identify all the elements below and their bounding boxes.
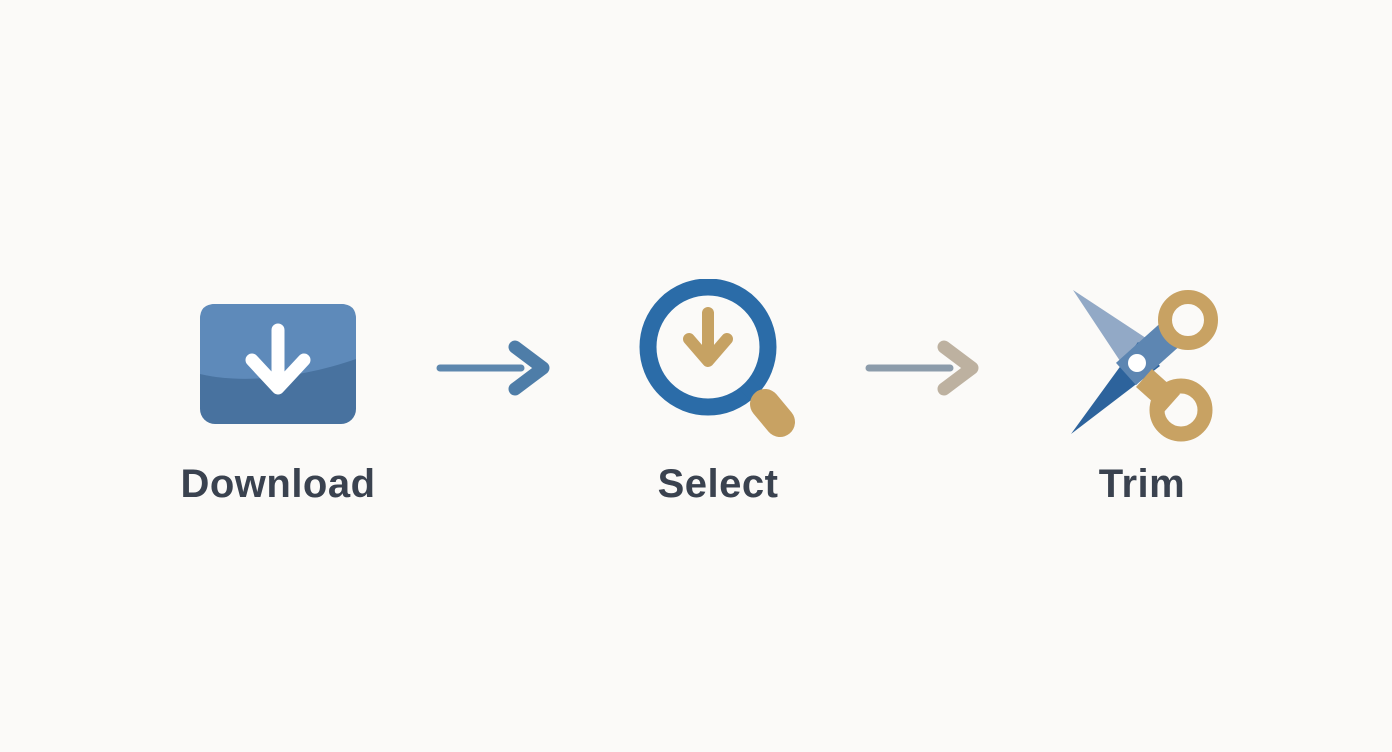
step-select: Select <box>558 279 878 542</box>
step-download: Download <box>118 282 438 542</box>
flow-arrow-icon <box>862 340 982 396</box>
flow-arrow-icon <box>433 340 553 396</box>
download-button-icon <box>118 282 438 446</box>
step-label-download: Download <box>180 462 376 506</box>
step-label-trim: Trim <box>1098 462 1186 506</box>
magnifier-select-icon <box>558 279 878 446</box>
step-label-select: Select <box>657 462 779 506</box>
step-trim: Trim <box>982 282 1302 542</box>
scissors-icon <box>982 282 1302 446</box>
